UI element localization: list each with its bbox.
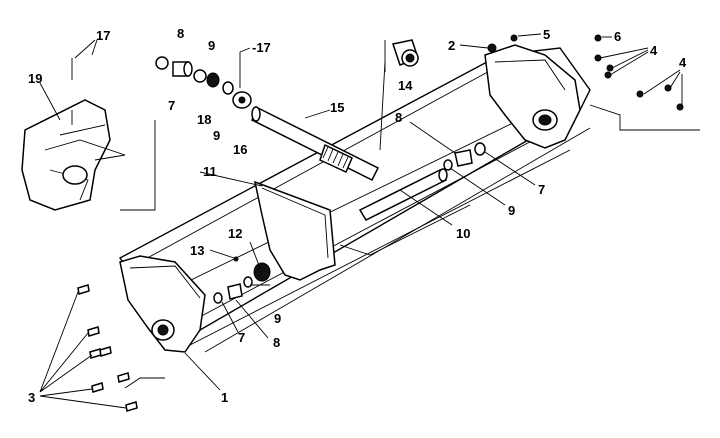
callout-18: 18 [197, 112, 211, 127]
callout-8-top: 8 [177, 26, 184, 41]
callout-15: 15 [330, 100, 344, 115]
lower-small-parts [213, 256, 271, 304]
right-end-plate [484, 43, 581, 149]
callout-7-right: 7 [538, 182, 545, 197]
callout-labels: 17 19 8 9 -17 7 18 9 16 15 14 2 5 6 4 4 … [28, 26, 687, 405]
callout-1: 1 [221, 390, 228, 405]
callout-2: 2 [448, 38, 455, 53]
callout-16: 16 [233, 142, 247, 157]
callout-3: 3 [28, 390, 35, 405]
callout-14: 14 [398, 78, 413, 93]
callout-4-right: 4 [679, 55, 687, 70]
callout-12: 12 [228, 226, 242, 241]
callout-6: 6 [614, 29, 621, 44]
callout-13: 13 [190, 243, 204, 258]
rod-10 [358, 168, 448, 221]
callout-17-left: 17 [96, 28, 110, 43]
callout-7-lower: 7 [238, 330, 245, 345]
callout-9-lower: 9 [274, 311, 281, 326]
bushing-14 [384, 39, 419, 72]
center-plate [253, 180, 336, 281]
bracket-19 [21, 99, 126, 211]
callout-4-upper: 4 [650, 43, 658, 58]
leader-lines [39, 33, 700, 409]
callout-11: 11 [203, 164, 217, 179]
callout-5: 5 [543, 27, 550, 42]
callout-9-top-b: 9 [213, 128, 220, 143]
right-small-parts [443, 34, 684, 171]
upper-small-parts [155, 56, 252, 109]
callout-9-right: 9 [508, 203, 515, 218]
callout-7-top: 7 [168, 98, 175, 113]
left-end-plate [119, 255, 206, 353]
callout-19: 19 [28, 71, 42, 86]
callout-8-right: 8 [395, 110, 402, 125]
callout-9-top-a: 9 [208, 38, 215, 53]
callout-10: 10 [456, 226, 470, 241]
screws-3 [77, 284, 138, 412]
callout-17-right: -17 [252, 40, 271, 55]
shaft-15 [250, 106, 380, 182]
callout-8-lower: 8 [273, 335, 280, 350]
